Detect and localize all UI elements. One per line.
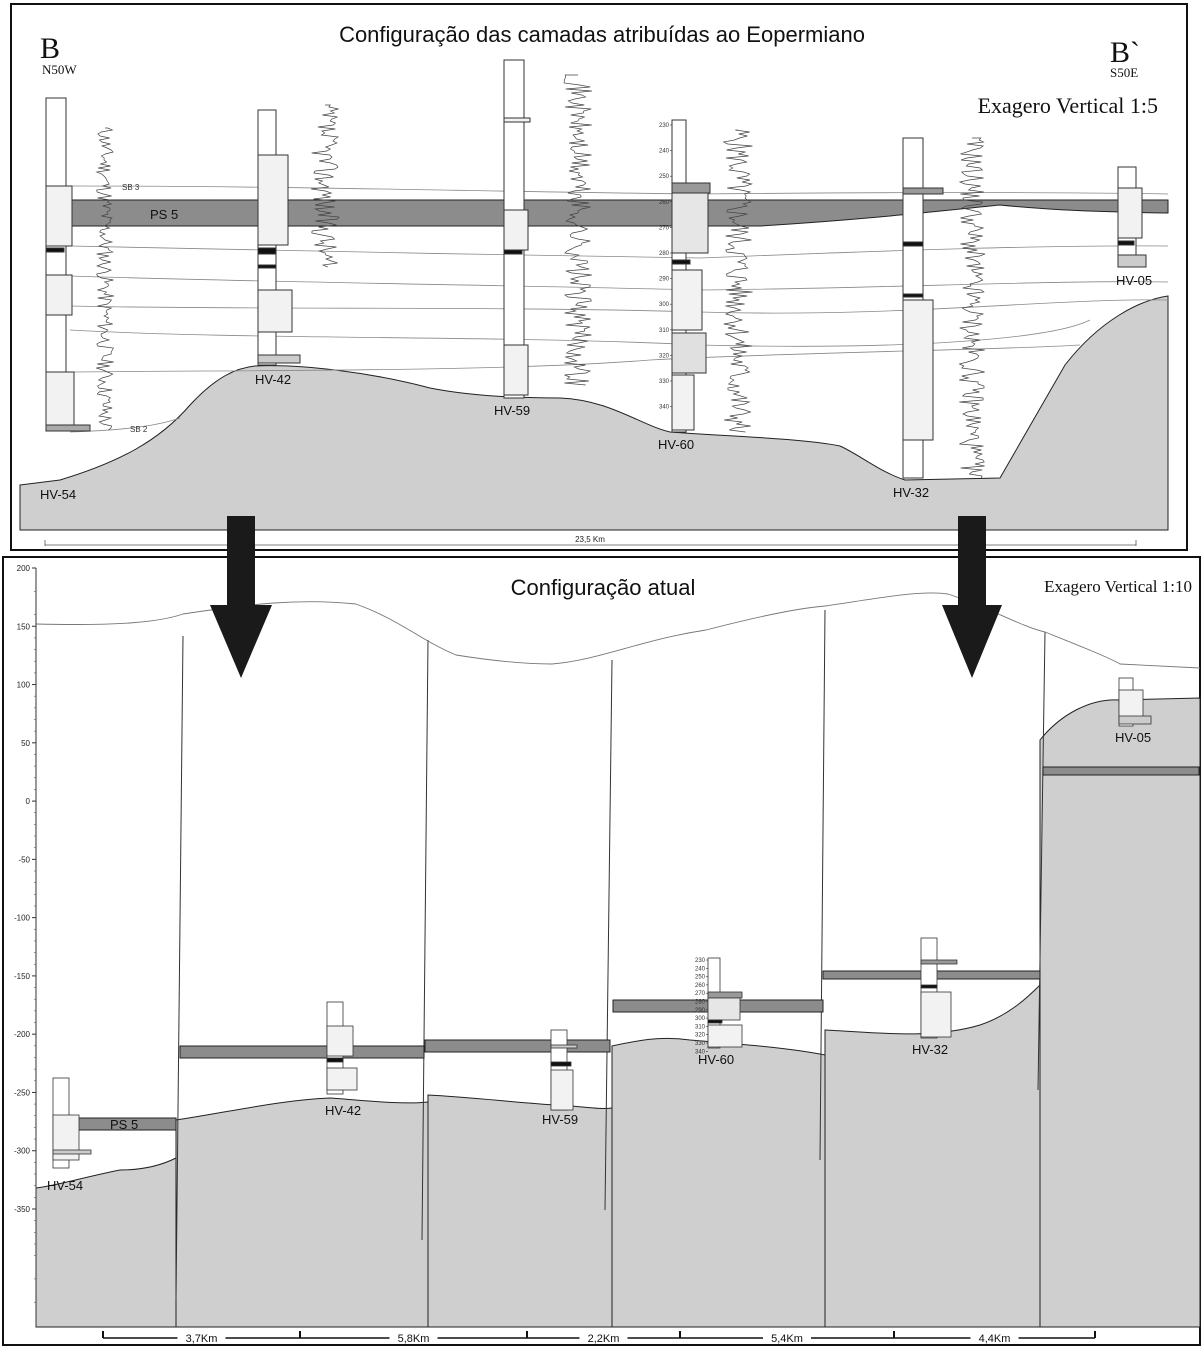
bottom-well-label-hv32: HV-32 [912, 1042, 948, 1057]
elevation-tick-label: -200 [14, 1030, 31, 1039]
distance-label: 2,2Km [588, 1333, 620, 1345]
section-start-direction: N50W [42, 62, 77, 77]
bottom-well-label-hv59: HV-59 [542, 1112, 578, 1127]
elevation-tick-label: -350 [14, 1205, 31, 1214]
top-well-hv05-column [1117, 166, 1147, 268]
bottom-well-label-hv05: HV-05 [1115, 730, 1151, 745]
depth-tick-label: 270 [659, 225, 670, 231]
depth-tick-label: 250 [659, 174, 670, 180]
elevation-tick-label: 200 [17, 564, 31, 573]
depth-tick-label: 320 [659, 353, 670, 359]
depth-tick-label: 240 [695, 966, 706, 972]
section-end-direction: S50E [1110, 65, 1138, 80]
bottom-well-hv54-column [52, 1077, 92, 1169]
bottom-section: Configuração atual Exagero Vertical 1:10 [2, 556, 1201, 1346]
top-well-hv60-column [671, 119, 711, 433]
distance-label-bg [970, 1331, 1019, 1343]
depth-tick-label: 280 [695, 1000, 706, 1006]
top-log-curves [95, 74, 986, 479]
elevation-tick-label: 50 [21, 739, 30, 748]
depth-tick-label: 290 [695, 1008, 706, 1014]
bottom-well-hv32-column [920, 937, 958, 1039]
bottom-depth-scale: 230 240 250 260 270 280 290 300 310 320 330 340 [695, 958, 708, 1055]
transition-arrows [210, 516, 1002, 678]
top-ps5-label: PS 5 [150, 207, 178, 222]
top-well-label-hv54: HV-54 [40, 487, 76, 502]
top-vertical-exaggeration: Exagero Vertical 1:5 [978, 93, 1158, 118]
top-title: Configuração das camadas atribuídas ao E… [339, 22, 865, 47]
distance-label-bg [763, 1331, 811, 1343]
depth-tick-label: 340 [695, 1049, 706, 1055]
elevation-tick-label: -150 [14, 972, 31, 981]
bottom-well-label-hv42: HV-42 [325, 1103, 361, 1118]
top-basement [19, 295, 1169, 531]
distance-label-bg [389, 1331, 438, 1343]
depth-tick-label: 270 [695, 991, 706, 997]
depth-tick-label: 260 [659, 200, 670, 206]
distance-label: 5,8Km [398, 1333, 430, 1345]
depth-tick-label: 230 [659, 123, 670, 129]
distance-label-bg [579, 1331, 628, 1343]
top-section: Configuração das camadas atribuídas ao E… [10, 3, 1188, 551]
depth-tick-label: 310 [695, 1024, 706, 1030]
bottom-ps5-layer [74, 766, 1200, 1131]
elevation-tick-label: 100 [17, 681, 31, 690]
elevation-tick-label: -50 [18, 855, 30, 864]
depth-tick-label: 320 [695, 1033, 706, 1039]
bottom-fault-lines [175, 609, 1046, 1301]
top-well-hv42-column [257, 109, 301, 366]
distance-label: 3,7Km [186, 1333, 218, 1345]
bottom-well-hv05-column [1118, 677, 1152, 727]
depth-tick-label: 250 [695, 975, 706, 981]
bottom-well-hv60-column [707, 957, 743, 1049]
bottom-well-label-hv60: HV-60 [698, 1052, 734, 1067]
depth-tick-label: 230 [695, 958, 706, 964]
bottom-well-label-hv54: HV-54 [47, 1178, 83, 1193]
elevation-tick-label: 0 [26, 797, 31, 806]
depth-tick-label: 260 [695, 983, 706, 989]
bottom-well-hv42-column [326, 1001, 358, 1095]
depth-tick-label: 310 [659, 328, 670, 334]
depth-tick-label: 240 [659, 149, 670, 155]
elevation-tick-label: -300 [14, 1147, 31, 1156]
bottom-vertical-exaggeration: Exagero Vertical 1:10 [1044, 577, 1192, 596]
top-sb3-label: SB 3 [122, 183, 140, 192]
left-down-arrow [210, 516, 272, 678]
depth-tick-label: 300 [659, 302, 670, 308]
depth-tick-label: 280 [659, 251, 670, 257]
top-scale-label: 23,5 Km [575, 535, 605, 544]
elevation-tick-label: 150 [17, 622, 31, 631]
depth-tick-label: 330 [695, 1041, 706, 1047]
distance-label: 4,4Km [979, 1333, 1011, 1345]
right-down-arrow [942, 516, 1002, 678]
bottom-well-hv59-column [550, 1029, 578, 1111]
depth-tick-label: 330 [659, 379, 670, 385]
top-well-label-hv05: HV-05 [1116, 273, 1152, 288]
top-depth-scale: 230 240 250 260 270 280 290 300 310 320 330 340 [659, 123, 672, 411]
depth-tick-label: 300 [695, 1016, 706, 1022]
section-end-label: B` [1110, 36, 1140, 69]
bottom-ps5-label: PS 5 [110, 1117, 138, 1132]
top-well-label-hv60: HV-60 [658, 437, 694, 452]
distance-label: 5,4Km [771, 1333, 803, 1345]
bottom-topographic-surface [35, 592, 1201, 669]
distance-label-bg [177, 1331, 226, 1343]
depth-tick-label: 290 [659, 277, 670, 283]
top-well-hv59-column [503, 59, 531, 399]
elevation-axis: 200 150 100 50 0 -50 -100 -150 -200 -250 -300 -350 [14, 564, 37, 1327]
section-start-label: B [40, 32, 60, 65]
top-well-label-hv59: HV-59 [494, 403, 530, 418]
distance-scale-bar: 3,7Km 5,8Km 2,2Km 5,4Km 4,4Km [102, 1331, 1096, 1345]
top-scale-bar [44, 540, 1137, 546]
elevation-tick-label: -100 [14, 914, 31, 923]
bottom-basement [35, 697, 1201, 1328]
top-well-label-hv32: HV-32 [893, 485, 929, 500]
top-well-hv54-column [45, 97, 91, 432]
depth-tick-label: 340 [659, 405, 670, 411]
top-well-label-hv42: HV-42 [255, 372, 291, 387]
elevation-tick-label: -250 [14, 1088, 31, 1097]
top-well-hv32-column [902, 137, 944, 479]
top-sb2-label: SB 2 [130, 425, 148, 434]
bottom-title: Configuração atual [511, 575, 696, 600]
